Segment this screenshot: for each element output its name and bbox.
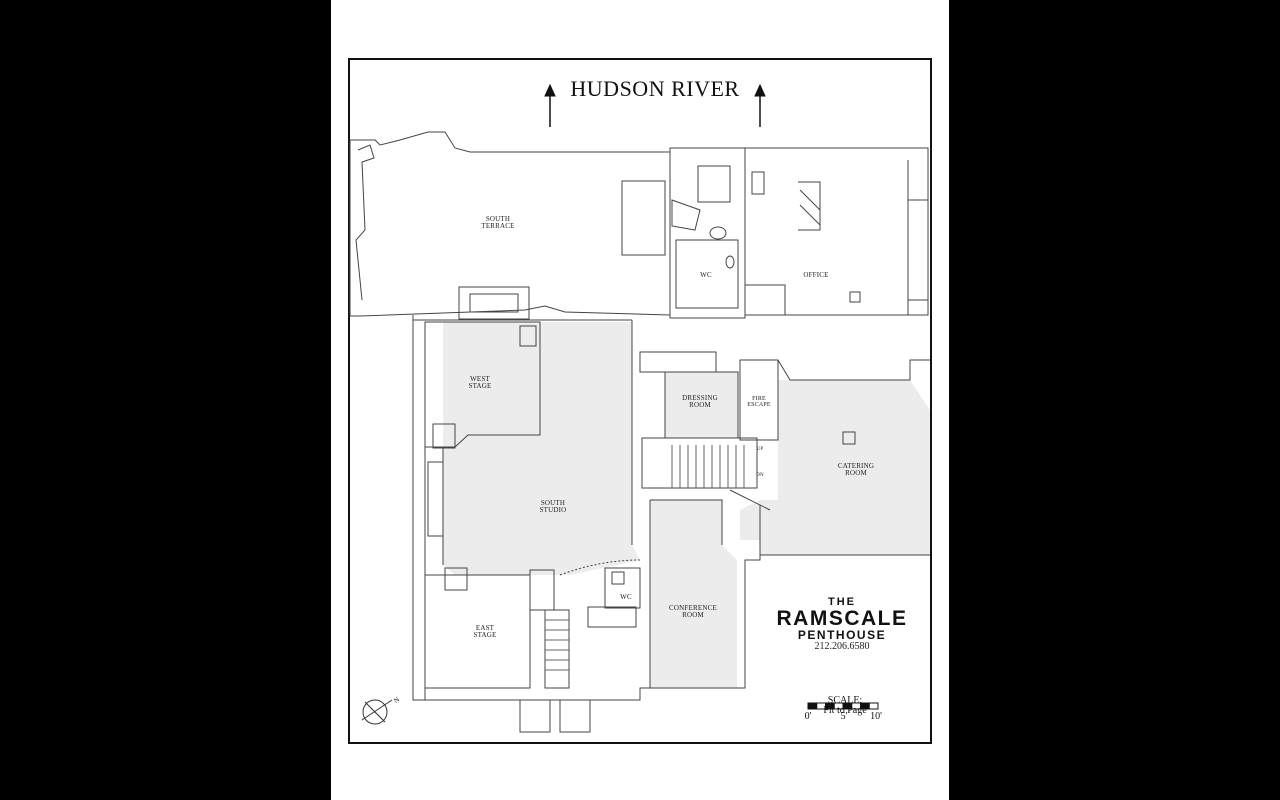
west-exterior-wall [412,315,761,701]
room-label-office: OFFICE [803,271,829,279]
north-arrow-right-icon [754,83,766,127]
scale-label-prefix: SCALE: [827,694,863,706]
dressing-room-fill [665,372,738,438]
brand-phone: 212.206.6580 [814,641,870,652]
brand-ramscale: RAMSCALE [776,607,908,630]
room-label-south-terrace: SOUTH TERRACE [481,215,515,231]
stair-label-dn: DN [756,473,764,478]
south-terrace-outline [349,131,671,317]
brand-penthouse: PENTHOUSE [797,628,887,642]
scale-tick-5: 5' [840,711,848,722]
east-stage-outline [424,574,531,689]
room-label-catering-room: CATERING ROOM [837,462,875,478]
scale-label-value: Fit to Page [823,705,867,716]
north-arrow-left-icon [544,83,556,127]
river-label: HUDSON RIVER [570,76,740,101]
scale-tick-10: 10' [870,711,882,722]
room-label-east-stage: EAST STAGE [473,624,497,640]
stair-label-up: UP [756,447,764,452]
scale-tick-0: 0' [804,711,812,722]
scale-label: SCALE: Fit to Page [790,685,900,717]
catering-room-outline [740,359,930,381]
conference-room-fill [650,500,737,688]
room-label-dressing-room: DRESSING ROOM [682,394,718,410]
room-label-wc-bottom: WC [620,593,632,601]
scale-bar [807,702,879,710]
room-label-wc-top: WC [700,271,712,279]
room-label-south-studio: SOUTH STUDIO [539,499,567,515]
catering-room-fill [740,380,930,555]
brand-the: THE [828,596,856,608]
room-label-west-stage: WEST STAGE [468,375,492,391]
room-label-conference-room: CONFERENCE ROOM [669,604,717,620]
compass-icon [361,699,393,725]
south-studio-fill [443,322,640,575]
room-label-fire-escape: FIRE ESCAPE [747,396,771,409]
office-outline [744,147,929,316]
west-stage-outline [424,321,541,448]
